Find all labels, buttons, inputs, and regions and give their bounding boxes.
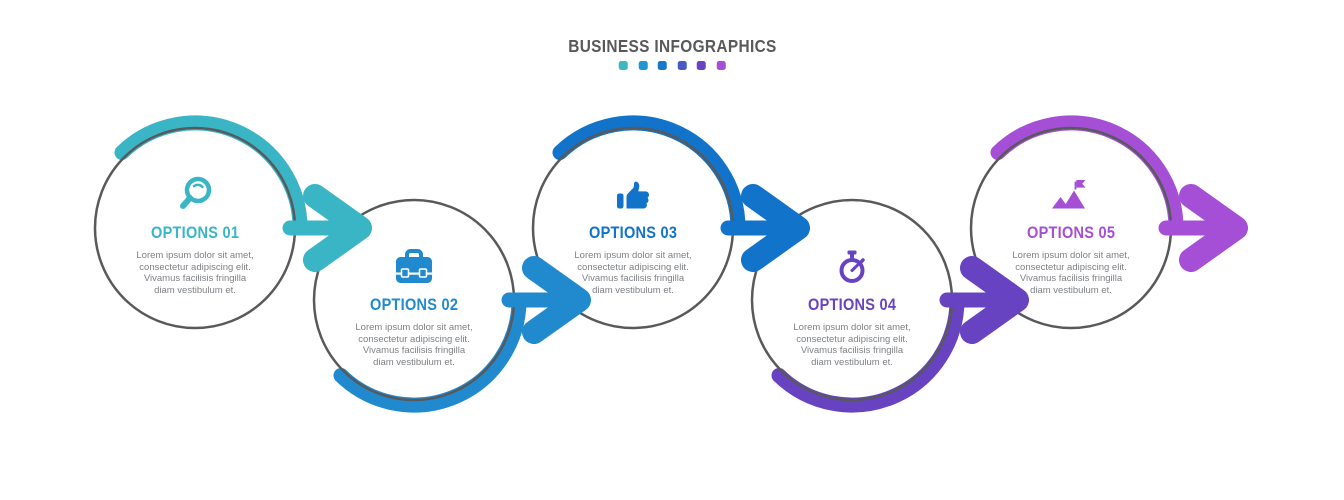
step-3-description: Lorem ipsum dolor sit amet, consectetur … <box>574 250 692 296</box>
step-4-description: Lorem ipsum dolor sit amet, consectetur … <box>793 322 911 368</box>
step-2-label: OPTIONS 02 <box>369 296 459 314</box>
stopwatch-icon <box>839 250 865 283</box>
step-5-progress-arc <box>990 115 1184 236</box>
palette-dot-2 <box>638 61 648 70</box>
step-1-label: OPTIONS 01 <box>150 224 240 242</box>
step-5-label: OPTIONS 05 <box>1026 224 1116 242</box>
step-2-progress-arc <box>333 292 527 413</box>
palette-dot-6 <box>716 61 726 70</box>
step-5-circle-fill <box>971 128 1171 328</box>
step-1-circle-fill <box>95 128 295 328</box>
arrow-right-icon-5 <box>1158 184 1248 272</box>
step-1-progress-arc <box>114 115 308 236</box>
arrow-right-icon-3 <box>720 184 810 272</box>
page-title: BUSINESS INFOGRAPHICS <box>567 36 777 56</box>
step-1-description: Lorem ipsum dolor sit amet, consectetur … <box>136 250 254 296</box>
briefcase-icon <box>396 249 432 283</box>
step-4-progress-arc <box>771 292 965 413</box>
arrow-right-icon-1 <box>282 184 372 272</box>
step-4-label: OPTIONS 04 <box>807 296 897 314</box>
step-2-circle-fill <box>314 200 514 400</box>
palette-dot-5 <box>696 61 706 70</box>
thumbs-up-icon <box>617 181 649 209</box>
step-3-circle-fill <box>533 128 733 328</box>
step-3-label: OPTIONS 03 <box>588 224 678 242</box>
arrow-right-icon-4 <box>939 256 1029 344</box>
palette-dots <box>618 61 726 70</box>
magnifier-icon <box>180 176 212 209</box>
palette-dot-3 <box>657 61 667 70</box>
step-2-description: Lorem ipsum dolor sit amet, consectetur … <box>355 322 473 368</box>
arrow-right-icon-2 <box>501 256 591 344</box>
palette-dot-1 <box>618 61 628 70</box>
step-5-description: Lorem ipsum dolor sit amet, consectetur … <box>1012 250 1130 296</box>
palette-dot-4 <box>677 61 687 70</box>
step-4-circle-fill <box>752 200 952 400</box>
step-3-progress-arc <box>552 115 746 236</box>
mountain-flag-icon <box>1052 180 1086 209</box>
